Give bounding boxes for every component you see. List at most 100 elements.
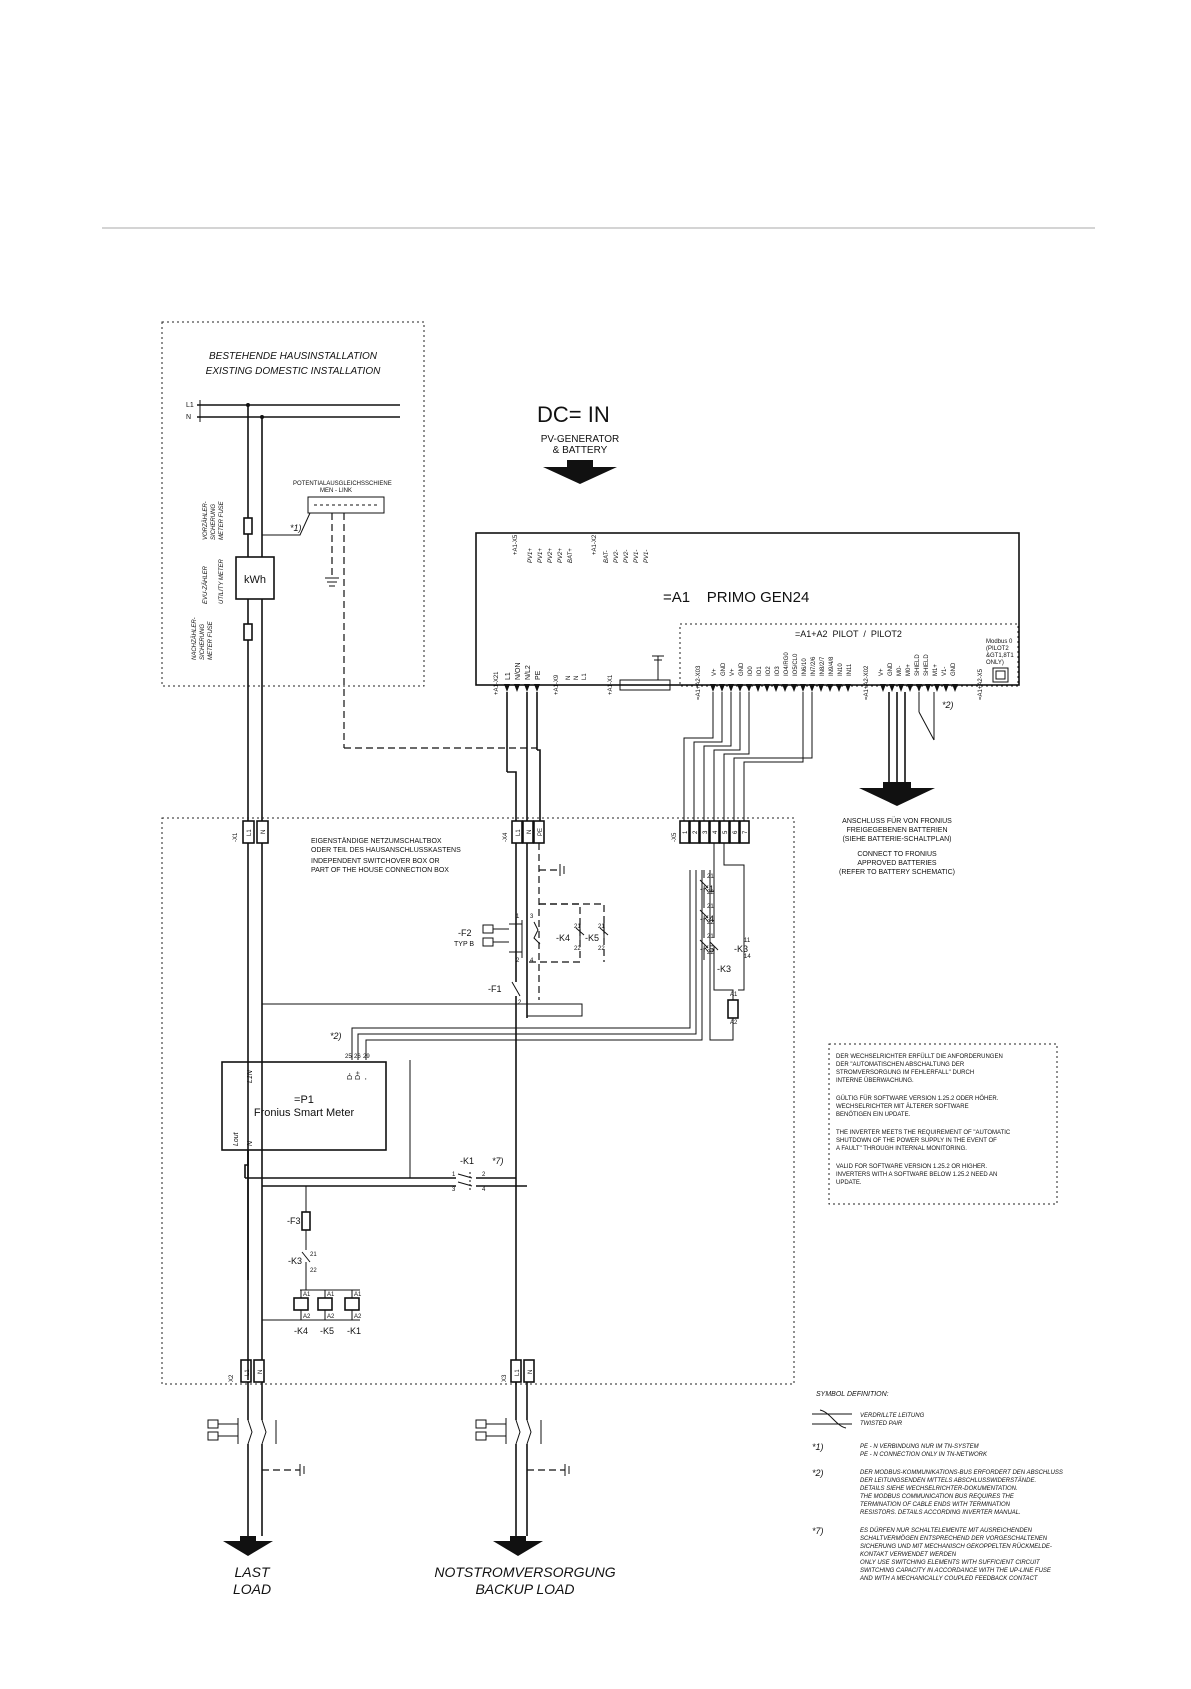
svg-text:N/L2: N/L2: [525, 665, 532, 680]
men-link-rail: [307, 496, 385, 514]
x5-terminal: [729, 820, 740, 844]
svg-text:N: N: [566, 676, 572, 680]
svg-text:3: 3: [452, 1187, 456, 1193]
svg-text:2: 2: [693, 830, 699, 834]
k4-top-label: -K4: [556, 933, 570, 943]
inverter-note-line: DER "AUTOMATISCHEN ABSCHALTUNG DER: [836, 1062, 965, 1068]
ac-conn-x21: +A1-X21: [494, 671, 500, 695]
symbol-note-ref: *7): [812, 1526, 824, 1536]
pilot-signal-wire: [703, 692, 732, 821]
svg-text:21: 21: [707, 874, 714, 880]
pilot-signal-wire: [743, 692, 804, 821]
line-label-l1: L1: [186, 402, 194, 409]
svg-text:PE: PE: [535, 670, 542, 680]
switchover-en-2: PART OF THE HOUSE CONNECTION BOX: [311, 867, 449, 874]
dc-terminals-1: PV1+ PV1+ PV2+ PV2+ BAT+: [528, 548, 574, 563]
kwh-meter-label: kWh: [244, 574, 266, 586]
svg-text:L1: L1: [515, 1369, 521, 1376]
svg-text:3: 3: [530, 914, 534, 920]
line-label-n: N: [186, 414, 191, 421]
svg-text:BAT-: BAT-: [604, 550, 610, 563]
x5-terminal: [739, 820, 750, 844]
inverter-title: =A1 PRIMO GEN24: [663, 589, 809, 606]
inverter-note: DER WECHSELRICHTER ERFÜLLT DIE ANFORDERU…: [828, 1043, 1058, 1205]
backup-en: BACKUP LOAD: [475, 1581, 574, 1597]
load-de: LAST: [234, 1564, 270, 1580]
svg-text:PV2+: PV2+: [558, 548, 564, 563]
symbol-note-line: PE - N VERBINDUNG NUR IM TN-SYSTEM: [860, 1444, 979, 1450]
svg-text:IO4/RG0: IO4/RG0: [784, 652, 790, 676]
k1-coil-label: -K1: [347, 1326, 361, 1336]
svg-text:IO1: IO1: [757, 666, 763, 676]
battery-arrow-icon: [859, 782, 935, 806]
svg-text:22: 22: [707, 890, 714, 896]
battery-de-1: ANSCHLUSS FÜR VON FRONIUS: [842, 817, 952, 825]
svg-text:EVU-ZÄHLER: EVU-ZÄHLER: [202, 565, 209, 604]
pilot-x3-terminals: V+ GND V+ GND IO0 IO1 IO2 IO3 IO4/RG0 IO…: [712, 652, 853, 676]
x4-terminal-label: -X4: [503, 832, 509, 842]
svg-text:26: 26: [354, 1054, 361, 1060]
smart-meter-out-l: Lout: [233, 1131, 240, 1146]
twisted-pair-icon: [819, 1409, 847, 1429]
battery-de-3: (SIEHE BATTERIE-SCHALTPLAN): [842, 836, 951, 843]
x5-terminal: [679, 820, 690, 844]
svg-text:1: 1: [516, 914, 520, 920]
inverter-note-line: STROMVERSORGUNG IM FEHLERFALL" DURCH: [836, 1070, 974, 1076]
svg-text:D+: D+: [355, 1071, 362, 1080]
link-label-de: POTENTIALAUSGLEICHSSCHIENE: [293, 481, 392, 487]
svg-text:4: 4: [482, 1187, 486, 1193]
svg-text:IO2: IO2: [766, 666, 772, 676]
inverter-note-line: INVERTERS WITH A SOFTWARE BELOW 1.25.2 N…: [836, 1172, 997, 1178]
switchover-frame: [161, 817, 795, 1385]
smart-meter-title: =P1: [294, 1094, 314, 1106]
svg-text:22: 22: [310, 1268, 317, 1274]
pilot-x2-terminals: V+ GND M0- M0+ SHIELD SHIELD M1+ V1- GND: [879, 654, 957, 676]
x1-terminal-label: -X1: [233, 832, 239, 842]
svg-text:V1-: V1-: [942, 667, 948, 676]
symbol-note-line: THE MODBUS COMMUNICATION BUS REQUIRES TH…: [860, 1494, 1015, 1500]
f2-rcd-icon: [482, 924, 494, 934]
output-breaker-icon: [475, 1419, 487, 1429]
symbol-note-line: ES DÜRFEN NUR SCHALTELEMENTE MIT AUSREIC…: [860, 1527, 1033, 1534]
twisted-de: VERDRILLTE LEITUNG: [860, 1413, 925, 1419]
pilot-x3-wires: [683, 684, 958, 821]
inverter-note-line: GÜLTIG FÜR SOFTWARE VERSION 1.25.2 ODER …: [836, 1095, 999, 1102]
svg-text:V+: V+: [730, 668, 736, 676]
smart-meter-subtitle: Fronius Smart Meter: [254, 1107, 355, 1119]
svg-text:BAT+: BAT+: [568, 548, 574, 563]
svg-text:V+: V+: [879, 668, 885, 676]
svg-text:A1: A1: [303, 1292, 311, 1298]
svg-text:GND: GND: [721, 662, 727, 676]
dc-terminals-2: BAT- PV2- PV2- PV1- PV1-: [604, 550, 650, 563]
symbol-definition: SYMBOL DEFINITION: VERDRILLTE LEITUNG TW…: [812, 1391, 1063, 1582]
dc-conn-x2: +A1-X2: [592, 534, 598, 555]
svg-text:VORZÄHLER-: VORZÄHLER-: [202, 501, 209, 540]
f3-fuse: [301, 1211, 311, 1231]
twisted-en: TWISTED PAIR: [860, 1421, 903, 1427]
link-note-ref: *1): [290, 523, 302, 533]
modbus-port-icon: [992, 667, 1009, 683]
svg-text:PV1+: PV1+: [528, 548, 534, 563]
k3-coil: [727, 999, 739, 1019]
k1-contact-label: -K1: [700, 884, 714, 894]
svg-text:IN10: IN10: [838, 663, 844, 676]
k3-coil-label: -K3: [717, 964, 731, 974]
svg-text:SICHERUNG: SICHERUNG: [211, 504, 217, 540]
svg-text:IN11: IN11: [847, 663, 853, 676]
svg-text:11: 11: [744, 938, 751, 944]
dc-input: DC= IN PV-GENERATOR & BATTERY: [537, 402, 619, 484]
svg-text:4: 4: [713, 830, 719, 834]
svg-text:Modbus 0: Modbus 0: [986, 639, 1013, 645]
smart-meter-in: L1N: [247, 1069, 254, 1083]
pilot-signal-wire: [693, 692, 723, 821]
x3-terminal-label: X3: [502, 1374, 508, 1382]
dc-in-title: DC= IN: [537, 402, 610, 427]
pilot-signal-wire: [723, 692, 750, 821]
svg-text:V+: V+: [712, 668, 718, 676]
svg-text:D-: D-: [347, 1072, 354, 1080]
battery-connection: ANSCHLUSS FÜR VON FRONIUS FREIGEGEBENEN …: [839, 692, 955, 876]
svg-text:L1: L1: [247, 829, 253, 836]
svg-text:-: -: [363, 1077, 370, 1080]
dc-in-arrow-icon: [543, 460, 617, 484]
modbus-note: Modbus 0 (PILOT2 &GT1,8T1 ONLY): [986, 639, 1014, 666]
